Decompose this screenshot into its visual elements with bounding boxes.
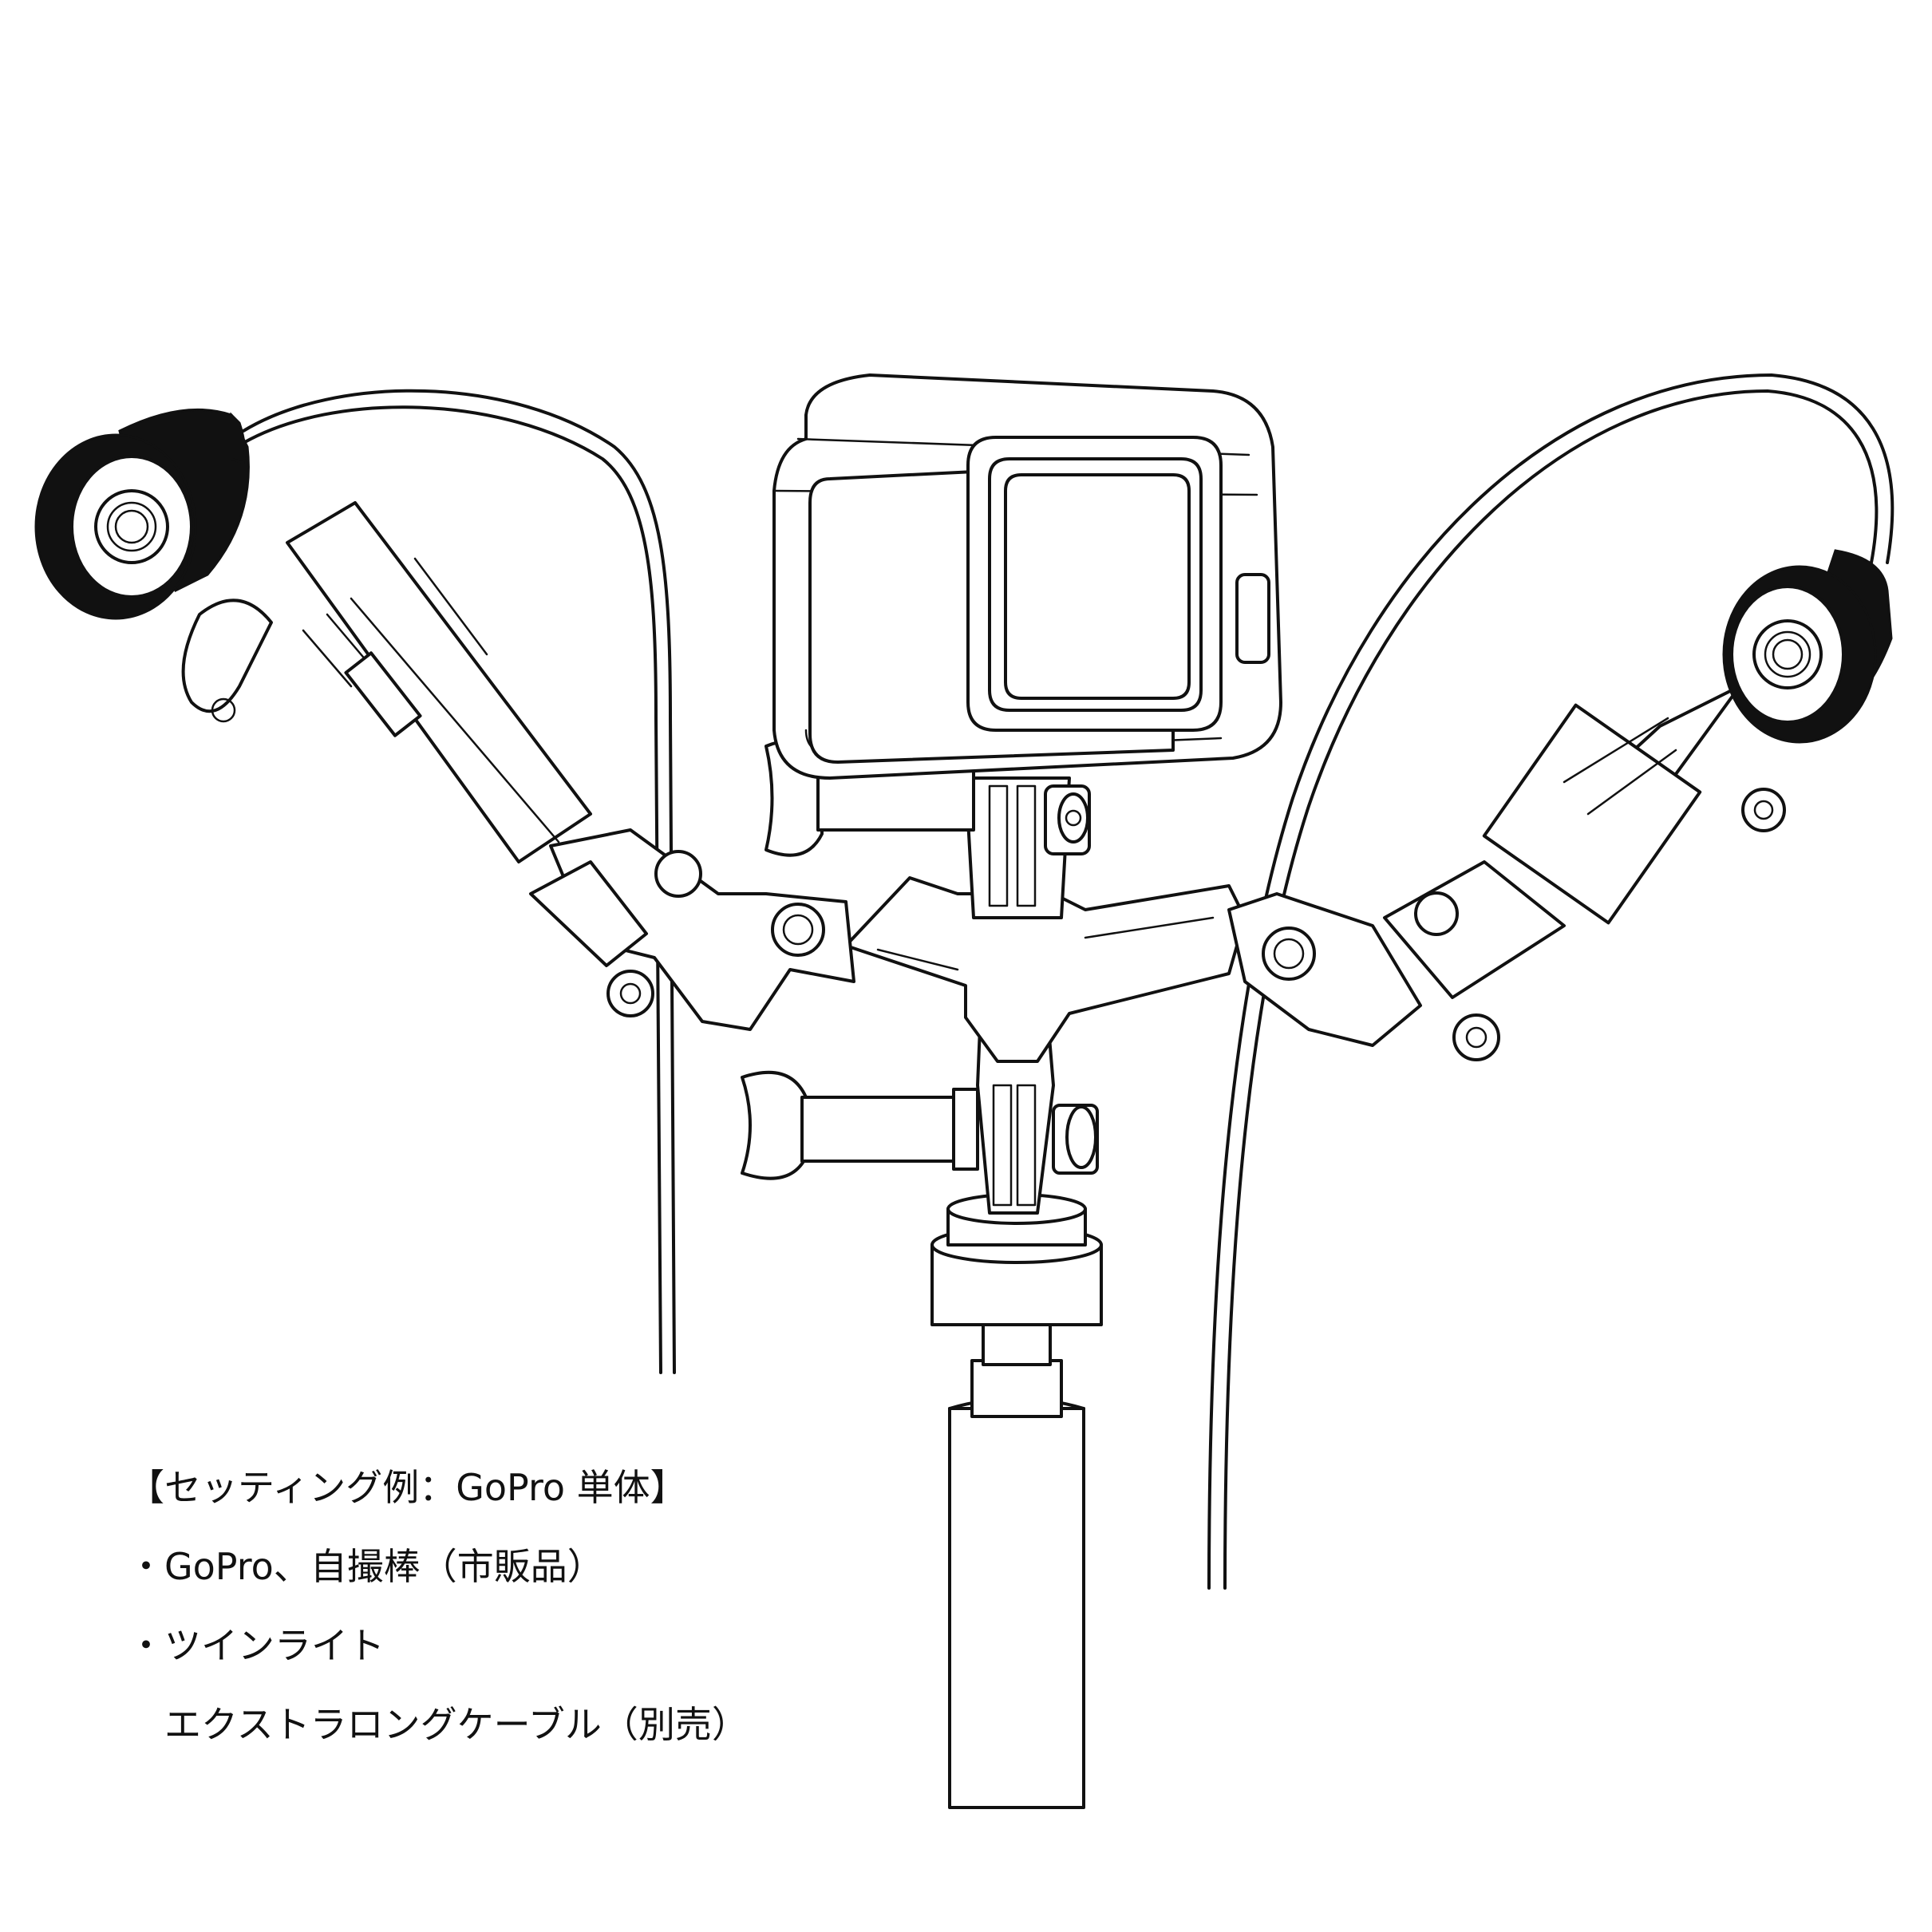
caption-heading: 【セッティング例：GoPro 単体】 xyxy=(128,1466,687,1509)
right-extension-arm xyxy=(1227,685,1786,1061)
right-light-cable xyxy=(1207,373,1894,1590)
caption-item-gopro: ・GoPro、自撮棒（市販品） xyxy=(128,1545,604,1588)
left-light-cable xyxy=(242,389,676,1374)
lower-thumbscrew xyxy=(741,1070,1099,1180)
right-video-light-icon xyxy=(1722,549,1893,744)
setup-caption: 【セッティング例：GoPro 単体】 ・GoPro、自撮棒（市販品） ・ツインラ… xyxy=(128,1448,749,1764)
left-extension-arm xyxy=(181,501,855,1031)
gopro-camera-icon xyxy=(772,373,1282,780)
selfie-stick-icon xyxy=(930,1193,1103,1809)
center-mount xyxy=(844,776,1247,1215)
caption-item-cable: エクストラロングケーブル（別売） xyxy=(128,1703,749,1746)
caption-item-twinlight: ・ツインライト xyxy=(128,1624,385,1667)
left-video-light-icon xyxy=(34,408,250,620)
